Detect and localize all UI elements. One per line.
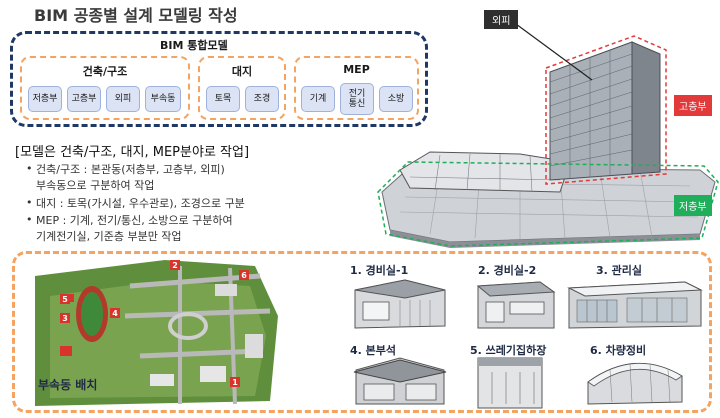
description-line-1: 건축/구조 : 본관동(저층부, 고층부, 외피) [36, 163, 225, 176]
facility-label-1: 1. 경비실-1 [350, 264, 409, 277]
site-marker-1: 1 [230, 377, 240, 387]
facility-image-4 [353, 357, 447, 405]
bullet: • [26, 162, 33, 175]
page-title: BIM 공종별 설계 모델링 작성 [34, 6, 238, 25]
facility-label-5: 5. 쓰레기집하장 [470, 344, 547, 357]
facility-label-2: 2. 경비실-2 [478, 264, 537, 277]
facility-label-4: 4. 본부석 [350, 344, 397, 357]
description-line-3: 대지 : 토목(가시설, 우수관로), 조경으로 구분 [36, 197, 245, 210]
tag-low-rise: 저층부 [674, 195, 712, 216]
pill-annex: 부속동 [145, 86, 181, 112]
site-map [35, 260, 278, 406]
description-line-2: 부속동으로 구분하여 작업 [36, 179, 155, 192]
pill-high-rise: 고층부 [67, 86, 101, 112]
bullet: • [26, 196, 33, 209]
facility-image-6 [587, 362, 683, 405]
description-title: [모델은 건축/구조, 대지, MEP분야로 작업] [15, 145, 250, 160]
group-label-mep: MEP [343, 63, 370, 76]
group-label-site: 대지 [231, 65, 253, 78]
group-label-architecture-structure: 건축/구조 [82, 65, 128, 78]
description-line-4: MEP : 기계, 전기/통신, 소방으로 구분하여 [36, 214, 233, 227]
facility-image-3 [567, 281, 703, 329]
tag-high-rise: 고층부 [674, 95, 712, 116]
bim-integrated-model-label: BIM 통합모델 [160, 39, 228, 52]
tag-facade: 외피 [484, 10, 519, 29]
facility-label-6: 6. 차량정비 [590, 344, 647, 357]
facility-image-1 [354, 279, 446, 329]
site-marker-2: 2 [170, 260, 180, 270]
pill-facade: 외피 [106, 86, 140, 112]
pill-landscape: 조경 [245, 86, 279, 112]
site-marker-6: 6 [239, 270, 249, 280]
site-marker-3: 3 [60, 313, 70, 323]
site-map-label: 부속동 배치 [38, 378, 98, 392]
pill-civil: 토목 [206, 86, 240, 112]
facility-image-5 [477, 357, 543, 409]
bim-integrated-model-box [10, 31, 428, 127]
pill-electrical-telecom: 전기 통신 [340, 83, 374, 115]
annex-buildings-box [12, 251, 712, 413]
pill-fire-protection: 소방 [379, 86, 413, 112]
pill-low-rise: 저층부 [28, 86, 62, 112]
facility-label-3: 3. 관리실 [596, 264, 643, 277]
site-marker-5: 5 [60, 294, 70, 304]
facility-image-2 [476, 281, 556, 329]
building-model-illustration [377, 23, 719, 248]
pill-mechanical: 기계 [301, 86, 335, 112]
bullet: • [26, 213, 33, 226]
description-line-5: 기계전기실, 기준층 부분만 작업 [36, 230, 182, 243]
site-marker-4: 4 [110, 308, 120, 318]
